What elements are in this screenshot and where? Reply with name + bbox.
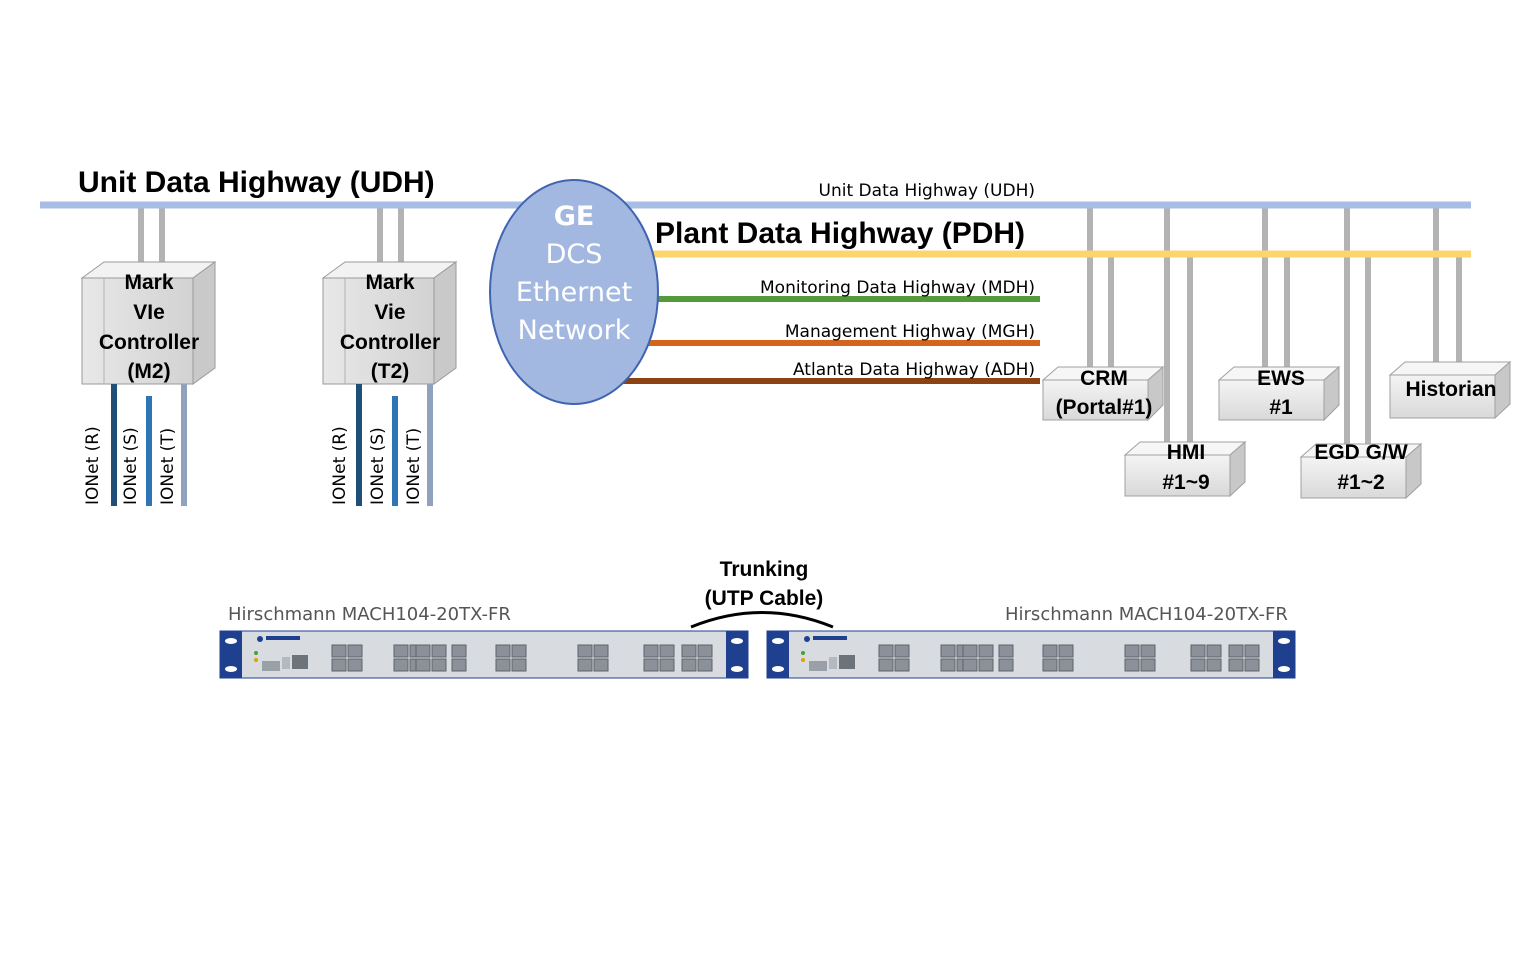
ionet-s-label-m2: IONet (S) <box>121 427 141 505</box>
device-hmi: HMI #1~9 <box>1123 440 1247 498</box>
device-egd-line1: EGD G/W <box>1314 441 1408 464</box>
device-ews: EWS #1 <box>1217 365 1341 422</box>
ionet-r-label-t2: IONet (R) <box>330 426 350 505</box>
controller-t2: Mark Vie Controller (T2) <box>321 261 458 385</box>
controller-m2: Mark VIe Controller (M2) <box>80 261 217 385</box>
network-label-network: Network <box>518 315 631 346</box>
device-egd-line2: #1~2 <box>1337 471 1384 494</box>
controller-m2-line2: VIe <box>133 301 165 324</box>
ionet-cables-t2: IONet (R) IONet (S) IONet (T) <box>330 384 433 506</box>
ionet-r-label-m2: IONet (R) <box>83 426 103 505</box>
switch-2-label: Hirschmann MACH104-20TX-FR <box>1005 604 1288 625</box>
ionet-t-label-m2: IONet (T) <box>158 428 178 505</box>
device-hmi-line2: #1~9 <box>1162 471 1209 494</box>
server-drops <box>1087 205 1462 445</box>
pdh-title: Plant Data Highway (PDH) <box>655 217 1025 250</box>
device-ews-line2: #1 <box>1269 396 1293 419</box>
controller-t2-line1: Mark <box>365 271 414 294</box>
network-label-ge: GE <box>554 201 595 232</box>
device-hmi-line1: HMI <box>1167 441 1206 464</box>
ionet-t-label-t2: IONet (T) <box>404 428 424 505</box>
controller-m2-line4: (M2) <box>127 360 170 383</box>
controller-t2-line4: (T2) <box>371 360 410 383</box>
ethernet-network-cloud: GE DCS Ethernet Network <box>489 179 659 405</box>
mdh-line-label: Monitoring Data Highway (MDH) <box>760 278 1035 298</box>
switch-2 <box>766 630 1296 679</box>
adh-line-label: Atlanta Data Highway (ADH) <box>793 360 1035 380</box>
mgh-line-label: Management Highway (MGH) <box>785 322 1035 342</box>
switch-1-label: Hirschmann MACH104-20TX-FR <box>228 604 511 625</box>
trunk-cable <box>690 611 834 629</box>
controller-t2-line2: Vie <box>374 301 405 324</box>
ionet-s-label-t2: IONet (S) <box>368 427 388 505</box>
controller-m2-line1: Mark <box>124 271 173 294</box>
device-historian: Historian <box>1388 360 1512 420</box>
device-crm-line1: CRM <box>1080 367 1128 390</box>
switch-1 <box>219 630 749 679</box>
network-label-ethernet: Ethernet <box>516 277 632 308</box>
udh-line-label: Unit Data Highway (UDH) <box>819 181 1035 201</box>
network-label-dcs: DCS <box>546 239 603 270</box>
device-historian-line1: Historian <box>1405 378 1496 401</box>
device-ews-line1: EWS <box>1257 367 1305 390</box>
device-egd-gateway: EGD G/W #1~2 <box>1299 441 1423 500</box>
device-crm-line2: (Portal#1) <box>1056 396 1153 419</box>
ionet-cables-m2: IONet (R) IONet (S) IONet (T) <box>83 384 187 506</box>
trunking-cable-label: (UTP Cable) <box>705 587 824 610</box>
device-crm: CRM (Portal#1) <box>1041 365 1165 422</box>
controller-m2-line3: Controller <box>99 331 199 354</box>
controller-uplinks <box>138 205 404 262</box>
controller-t2-line3: Controller <box>340 331 440 354</box>
trunking-label: Trunking <box>720 558 809 581</box>
udh-title: Unit Data Highway (UDH) <box>78 166 435 199</box>
